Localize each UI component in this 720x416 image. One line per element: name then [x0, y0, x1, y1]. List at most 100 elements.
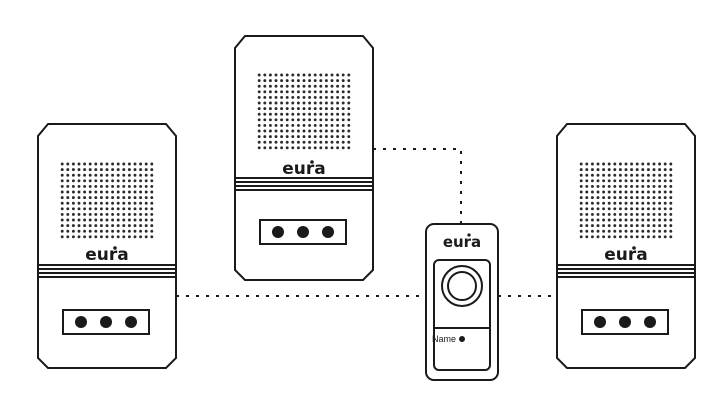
grille-dot: [324, 140, 328, 144]
grille-dot: [94, 196, 98, 200]
doorbell-button[interactable]: [441, 265, 483, 307]
grille-dot: [83, 168, 87, 172]
grille-dot: [596, 235, 600, 239]
grille-dot: [139, 207, 143, 211]
grille-dot: [99, 168, 103, 172]
grille-dot: [308, 79, 312, 83]
grille-dot: [635, 168, 639, 172]
grille-dot: [624, 212, 628, 216]
grille-dot: [111, 179, 115, 183]
grille-dot: [257, 79, 261, 83]
grille-dot: [263, 84, 267, 88]
grille-dot: [274, 95, 278, 99]
grille-dot: [302, 90, 306, 94]
grille-dot: [122, 196, 126, 200]
grille-dot: [347, 101, 351, 105]
grille-dot: [66, 196, 70, 200]
grille-dot: [99, 201, 103, 205]
grille-dot: [336, 135, 340, 139]
grille-dot: [663, 184, 667, 188]
grille-dot: [127, 184, 131, 188]
grille-dot: [105, 184, 109, 188]
grille-dot: [268, 118, 272, 122]
grille-dot: [330, 95, 334, 99]
grille-dot: [60, 184, 64, 188]
eura-logo-dot: [467, 233, 471, 237]
grille-dot: [99, 190, 103, 194]
grille-dot: [302, 140, 306, 144]
grille-dot: [602, 235, 606, 239]
grille-dot: [308, 129, 312, 133]
grille-dot: [60, 162, 64, 166]
grille-dot: [624, 168, 628, 172]
grille-dot: [144, 229, 148, 233]
grille-dot: [613, 218, 617, 222]
grille-dot: [658, 162, 662, 166]
grille-dot: [94, 162, 98, 166]
grille-dot: [71, 218, 75, 222]
control-dot-1: [75, 316, 87, 328]
grille-dot: [263, 73, 267, 77]
grille-dot: [646, 190, 650, 194]
control-panel: [62, 309, 150, 335]
grille-dot: [630, 162, 634, 166]
grille-dot: [341, 90, 345, 94]
grille-dot: [77, 212, 81, 216]
grille-dot: [319, 79, 323, 83]
grille-dot: [602, 218, 606, 222]
grille-dot: [116, 235, 120, 239]
grille-dot: [324, 79, 328, 83]
grille-dot: [285, 90, 289, 94]
grille-dot: [274, 146, 278, 150]
grille-dot: [630, 184, 634, 188]
grille-dot: [105, 179, 109, 183]
grille-dot: [336, 84, 340, 88]
grille-dot: [122, 173, 126, 177]
doorbell-button-center[interactable]: [447, 271, 477, 301]
grille-dot: [127, 190, 131, 194]
grille-dot: [88, 224, 92, 228]
grille-dot: [105, 218, 109, 222]
grille-dot: [122, 224, 126, 228]
grille-dot: [302, 107, 306, 111]
grille-dot: [308, 118, 312, 122]
receiver-top-shell: [37, 123, 177, 266]
grille-dot: [274, 112, 278, 116]
grille-dot: [263, 135, 267, 139]
grille-dot: [285, 73, 289, 77]
grille-dot: [257, 112, 261, 116]
grille-dot: [613, 196, 617, 200]
eura-logo-dot: [632, 246, 636, 250]
grille-dot: [341, 79, 345, 83]
grille-dot: [302, 146, 306, 150]
grille-dot: [319, 84, 323, 88]
grille-dot: [268, 123, 272, 127]
grille-dot: [641, 179, 645, 183]
grille-dot: [302, 95, 306, 99]
grille-dot: [296, 112, 300, 116]
grille-dot: [274, 90, 278, 94]
grille-dot: [302, 129, 306, 133]
grille-dot: [268, 135, 272, 139]
grille-dot: [257, 73, 261, 77]
grille-dot: [641, 212, 645, 216]
grille-dot: [274, 79, 278, 83]
grille-dot: [99, 207, 103, 211]
grille-dot: [330, 73, 334, 77]
grille-dot: [646, 168, 650, 172]
grille-dot: [624, 229, 628, 233]
grille-dot: [579, 173, 583, 177]
grille-dot: [285, 118, 289, 122]
grille-dot: [336, 123, 340, 127]
grille-dot: [669, 212, 673, 216]
grille-dot: [257, 146, 261, 150]
grille-dot: [88, 201, 92, 205]
grille-dot: [66, 184, 70, 188]
grille-dot: [341, 107, 345, 111]
grille-dot: [669, 207, 673, 211]
grille-dot: [280, 123, 284, 127]
grille-dot: [313, 140, 317, 144]
grille-dot: [324, 84, 328, 88]
grille-dot: [635, 207, 639, 211]
grille-dot: [111, 207, 115, 211]
